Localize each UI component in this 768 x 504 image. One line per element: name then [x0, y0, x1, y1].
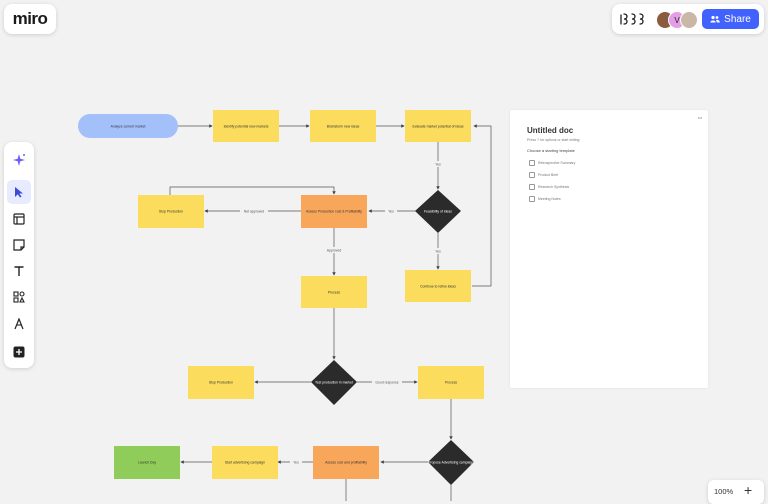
text-icon[interactable] [7, 259, 31, 283]
edge-continue-evaluate [472, 124, 492, 287]
node-identify[interactable]: Identify potential new markets [213, 110, 279, 142]
doc-menu-icon[interactable]: ••• [697, 115, 702, 120]
node-stop-production[interactable]: Stop Production [138, 195, 204, 228]
node-brainstorm[interactable]: Brainstorm new ideas [310, 110, 376, 142]
node-start-advertising[interactable]: Start advertising campaign [212, 446, 278, 479]
node-continue[interactable]: Continue to refine ideas [405, 270, 471, 302]
avatar[interactable] [680, 11, 698, 29]
collaboration-bar: V Share [612, 4, 764, 34]
template-item[interactable]: Research Synthesis [529, 184, 569, 190]
cursor-select-icon[interactable] [7, 180, 31, 204]
ai-sparkle-icon[interactable] [7, 148, 31, 172]
document-icon [529, 184, 535, 190]
share-label: Share [724, 13, 751, 25]
node-process-2[interactable]: Process [418, 366, 484, 399]
node-feasibility[interactable]: Feasibility of ideas [415, 190, 461, 233]
zoom-level[interactable]: 100% [714, 487, 734, 496]
edge-label-yes: Yes [388, 210, 394, 214]
document-icon [529, 196, 535, 202]
node-propose-advertising[interactable]: Propose Advertising campaign [428, 440, 474, 485]
document-icon [529, 160, 535, 166]
svg-text:Evaluate market potential of i: Evaluate market potential of ideas [412, 125, 463, 129]
template-item[interactable]: Meeting Notes [529, 196, 561, 202]
node-test-production[interactable]: Test production in market [311, 360, 357, 405]
svg-text:Continue to refine ideas: Continue to refine ideas [420, 285, 456, 289]
node-evaluate[interactable]: Evaluate market potential of ideas [405, 110, 471, 142]
users-icon [710, 15, 720, 23]
edge-label-yes: Yes [435, 163, 441, 167]
svg-text:Propose Advertising campaign: Propose Advertising campaign [428, 461, 474, 465]
svg-text:Process: Process [445, 381, 458, 385]
node-analyze[interactable]: Analyze current market [78, 114, 178, 138]
svg-text:Analyze current market: Analyze current market [111, 125, 146, 129]
node-process[interactable]: Process [301, 276, 367, 308]
edge-label-yes: Yes [293, 461, 299, 465]
node-assess[interactable]: Assess Production cost & Profitability [301, 195, 367, 228]
doc-title[interactable]: Untitled doc [527, 126, 574, 135]
sticky-note-icon[interactable] [7, 233, 31, 257]
document-icon [529, 172, 535, 178]
node-launch-day[interactable]: Launch Day [114, 446, 180, 479]
edge-label-good-response: Good response [375, 381, 398, 385]
miro-logo: miro [12, 9, 48, 28]
svg-text:Test production in market: Test production in market [315, 381, 353, 385]
zoom-in-button[interactable]: + [744, 482, 753, 498]
edge-label-approved: Approved [327, 249, 342, 253]
svg-text:Identify potential new markets: Identify potential new markets [224, 125, 269, 129]
share-button[interactable]: Share [702, 9, 759, 29]
logo-card[interactable]: miro [4, 4, 56, 34]
reactions-icon[interactable] [619, 11, 649, 27]
pen-icon[interactable] [7, 312, 31, 336]
svg-text:Start advertising campaign: Start advertising campaign [225, 461, 265, 465]
add-more-icon[interactable] [7, 340, 31, 364]
svg-text:Stop Production: Stop Production [209, 381, 233, 385]
svg-text:Brainstorm new ideas: Brainstorm new ideas [327, 125, 360, 129]
shapes-icon[interactable] [7, 285, 31, 309]
edge-stop-loop [169, 186, 336, 195]
svg-text:Assess Production cost & Profi: Assess Production cost & Profitability [306, 210, 362, 214]
template-item[interactable]: Retrospective Summary [529, 160, 575, 166]
template-item[interactable]: Product Brief [529, 172, 558, 178]
doc-panel[interactable]: ••• Untitled doc Press '/' for options o… [510, 110, 708, 388]
svg-text:Process: Process [328, 291, 341, 295]
doc-hint: Press '/' for options or start writing [527, 138, 580, 142]
zoom-control: 100% + [708, 480, 764, 504]
svg-text:Stop Production: Stop Production [159, 210, 183, 214]
frame-icon[interactable] [7, 207, 31, 231]
svg-text:Launch Day: Launch Day [138, 461, 156, 465]
svg-text:Feasibility of ideas: Feasibility of ideas [424, 210, 452, 214]
node-assess-cost[interactable]: Assess cost and profitability [313, 446, 379, 479]
node-stop-production-2[interactable]: Stop Production [188, 366, 254, 399]
svg-text:Assess cost and profitability: Assess cost and profitability [325, 461, 367, 465]
template-heading: Choose a starting template [527, 148, 575, 153]
left-toolbar [4, 142, 34, 368]
edge-label-yes: Yes [435, 250, 441, 254]
edge-label-not-approved: Not approved [244, 210, 264, 214]
